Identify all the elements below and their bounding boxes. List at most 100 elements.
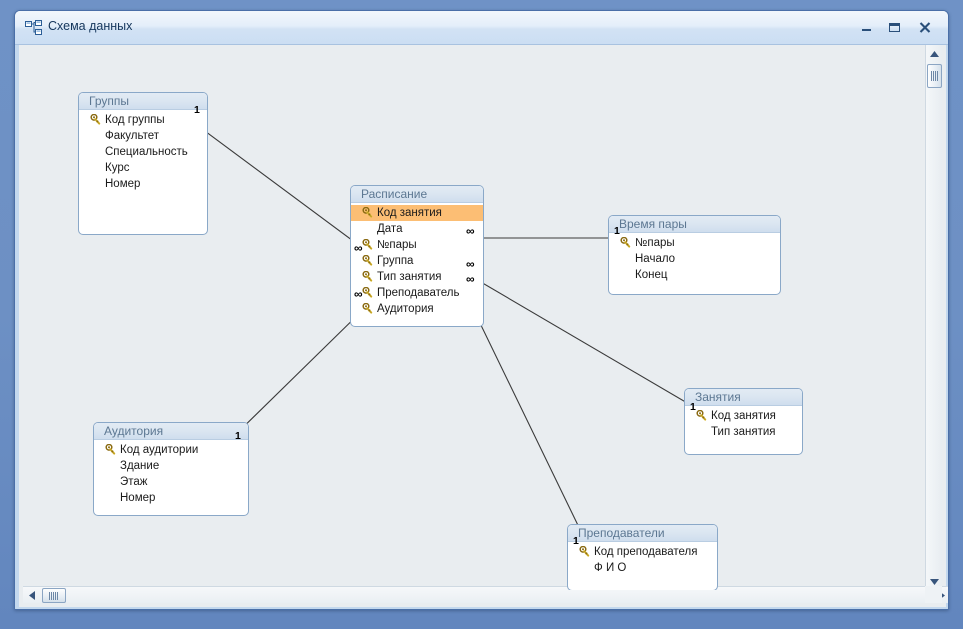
close-button[interactable] <box>912 17 938 37</box>
field-label: Специальность <box>105 146 188 158</box>
primary-key-icon <box>362 206 373 219</box>
cardinality-one-label: 1 <box>194 104 200 116</box>
field-label: Преподаватель <box>377 287 460 299</box>
table-field[interactable]: Дата <box>351 221 483 237</box>
table-field[interactable]: Тип занятия <box>685 424 802 440</box>
table-title[interactable]: Расписание <box>351 186 483 203</box>
cardinality-many-label: ∞ <box>466 224 475 238</box>
field-label: Начало <box>635 253 676 265</box>
field-label: Этаж <box>120 476 148 488</box>
field-label: Курс <box>105 162 130 174</box>
table-title[interactable]: Время пары <box>609 216 780 233</box>
table-field-selected[interactable]: Код занятия <box>351 205 483 221</box>
table-field[interactable]: Код преподавателя <box>568 544 717 560</box>
horizontal-scrollbar[interactable] <box>23 586 948 603</box>
scroll-down-arrow-icon[interactable] <box>926 573 942 590</box>
table-title[interactable]: Занятия <box>685 389 802 406</box>
table-field[interactable]: Этаж <box>94 474 248 490</box>
field-label: Номер <box>120 492 156 504</box>
table-field[interactable]: Преподаватель <box>351 285 483 301</box>
table-title[interactable]: Группы <box>79 93 207 110</box>
table-field[interactable]: Код группы <box>79 112 207 128</box>
table-field[interactable]: Код занятия <box>685 408 802 424</box>
table-field[interactable]: №пары <box>351 237 483 253</box>
table-field-list: Код преподавателя Ф И О <box>568 542 717 576</box>
primary-key-icon <box>362 238 373 251</box>
table-field[interactable]: Ф И О <box>568 560 717 576</box>
table-field[interactable]: Факультет <box>79 128 207 144</box>
table-field[interactable]: Тип занятия <box>351 269 483 285</box>
field-label: Факультет <box>105 130 160 142</box>
scrollbar-corner <box>925 586 942 603</box>
field-label: Аудитория <box>377 303 434 315</box>
field-label: Конец <box>635 269 668 281</box>
scroll-left-arrow-icon[interactable] <box>23 587 40 603</box>
minimize-button[interactable] <box>854 17 880 37</box>
table-field[interactable]: Код аудитории <box>94 442 248 458</box>
primary-key-icon <box>579 545 590 558</box>
primary-key-icon <box>620 236 631 249</box>
field-label: Здание <box>120 460 160 472</box>
scroll-up-arrow-icon[interactable] <box>926 45 942 62</box>
cardinality-many-label: ∞ <box>466 257 475 271</box>
table-field[interactable]: Начало <box>609 251 780 267</box>
table-field[interactable]: Номер <box>79 176 207 192</box>
primary-key-icon <box>362 254 373 267</box>
field-label: Номер <box>105 178 141 190</box>
table-field[interactable]: Курс <box>79 160 207 176</box>
table-field[interactable]: Группа <box>351 253 483 269</box>
field-label: Код группы <box>105 114 165 126</box>
primary-key-icon <box>105 443 116 456</box>
table-field[interactable]: Здание <box>94 458 248 474</box>
cardinality-one-label: 1 <box>573 535 579 547</box>
vertical-scrollbar[interactable] <box>925 45 942 590</box>
window-titlebar[interactable]: Схема данных <box>15 11 948 45</box>
primary-key-icon <box>362 270 373 283</box>
table-field[interactable]: Конец <box>609 267 780 283</box>
maximize-button[interactable] <box>882 17 908 37</box>
vertical-scroll-thumb[interactable] <box>927 64 942 88</box>
relationships-icon <box>25 20 42 36</box>
field-label: Группа <box>377 255 414 267</box>
table-title[interactable]: Аудитория <box>94 423 248 440</box>
table-field[interactable]: №пары <box>609 235 780 251</box>
table-title[interactable]: Преподаватели <box>568 525 717 542</box>
primary-key-icon <box>362 302 373 315</box>
primary-key-icon <box>362 286 373 299</box>
horizontal-scroll-thumb[interactable] <box>42 588 66 603</box>
field-label: Код занятия <box>711 410 776 422</box>
field-label: Тип занятия <box>711 426 776 438</box>
field-label: Тип занятия <box>377 271 442 283</box>
field-label: Код преподавателя <box>594 546 698 558</box>
relationship-line[interactable] <box>185 116 373 256</box>
field-label: Дата <box>377 223 403 235</box>
table-field[interactable]: Аудитория <box>351 301 483 317</box>
cardinality-one-label: 1 <box>614 225 620 237</box>
field-label: Код аудитории <box>120 444 199 456</box>
cardinality-many-label: ∞ <box>466 272 475 286</box>
table-field[interactable]: Номер <box>94 490 248 506</box>
field-label: Код занятия <box>377 207 442 219</box>
primary-key-icon <box>90 113 101 126</box>
primary-key-icon <box>696 409 707 422</box>
table-field[interactable]: Специальность <box>79 144 207 160</box>
field-label: Ф И О <box>594 562 627 574</box>
field-label: №пары <box>635 237 675 249</box>
window-title: Схема данных <box>48 19 133 33</box>
cardinality-many-label: ∞ <box>354 241 363 255</box>
field-label: №пары <box>377 239 417 251</box>
